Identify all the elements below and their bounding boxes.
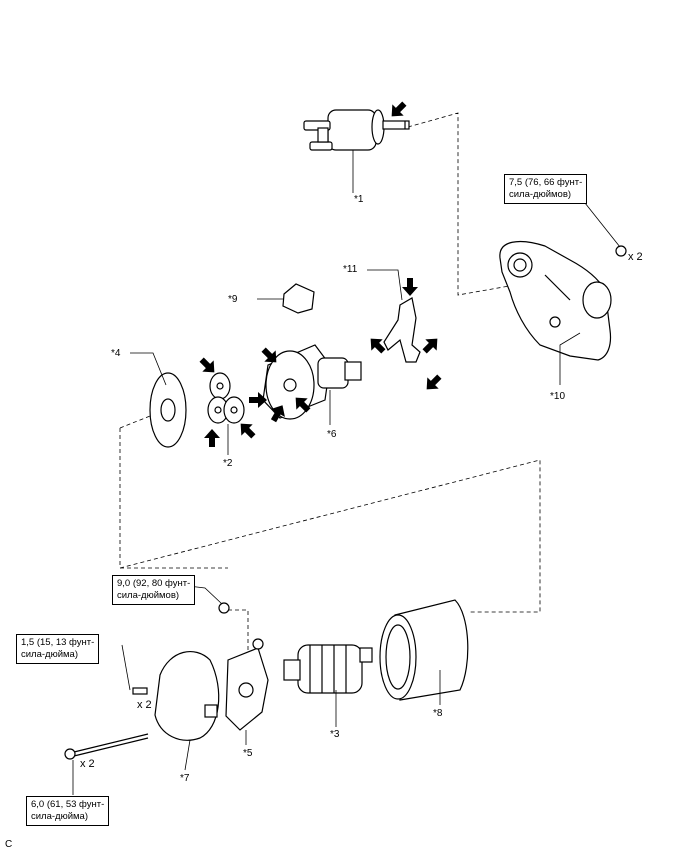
quantity-bolt: x 2 (80, 758, 95, 770)
callout-3: *3 (330, 729, 340, 740)
callout-8: *8 (433, 708, 443, 719)
callout-7: *7 (180, 773, 190, 784)
torque-spec-bolt: 6,0 (61, 53 фунт- сила-дюйма) (26, 796, 110, 826)
part-plate (149, 372, 187, 448)
part-drive-housing (499, 240, 612, 361)
callout-10: *10 (550, 391, 565, 402)
part-brush-holder (225, 638, 269, 731)
nut-brush (218, 602, 230, 614)
callout-6: *6 (327, 429, 337, 440)
torque-spec-screw: 1,5 (15, 13 фунт- сила-дюйма) (16, 634, 100, 664)
through-bolt (64, 733, 149, 760)
callout-9: *9 (228, 294, 238, 305)
quantity-nut: x 2 (628, 251, 643, 263)
part-armature (283, 644, 373, 694)
quantity-screw: x 2 (137, 699, 152, 711)
corner-mark: C (5, 839, 13, 850)
part-drive-lever (383, 297, 421, 363)
callout-2: *2 (223, 458, 233, 469)
part-end-cover (154, 651, 220, 741)
torque-spec-housing-nut: 7,5 (76, 66 фунт- сила-дюймов) (504, 174, 588, 204)
callout-11: *11 (343, 264, 358, 275)
part-solenoid (303, 109, 410, 151)
callout-5: *5 (243, 748, 253, 759)
callout-4: *4 (111, 348, 121, 359)
torque-spec-brush-nut: 9,0 (92, 80 фунт- сила-дюймов) (112, 575, 196, 605)
callout-1: *1 (354, 194, 364, 205)
nut-housing (615, 245, 627, 257)
part-block (282, 283, 315, 314)
part-yoke (379, 599, 469, 701)
part-planetary-gears (207, 372, 245, 424)
screw (132, 687, 148, 695)
